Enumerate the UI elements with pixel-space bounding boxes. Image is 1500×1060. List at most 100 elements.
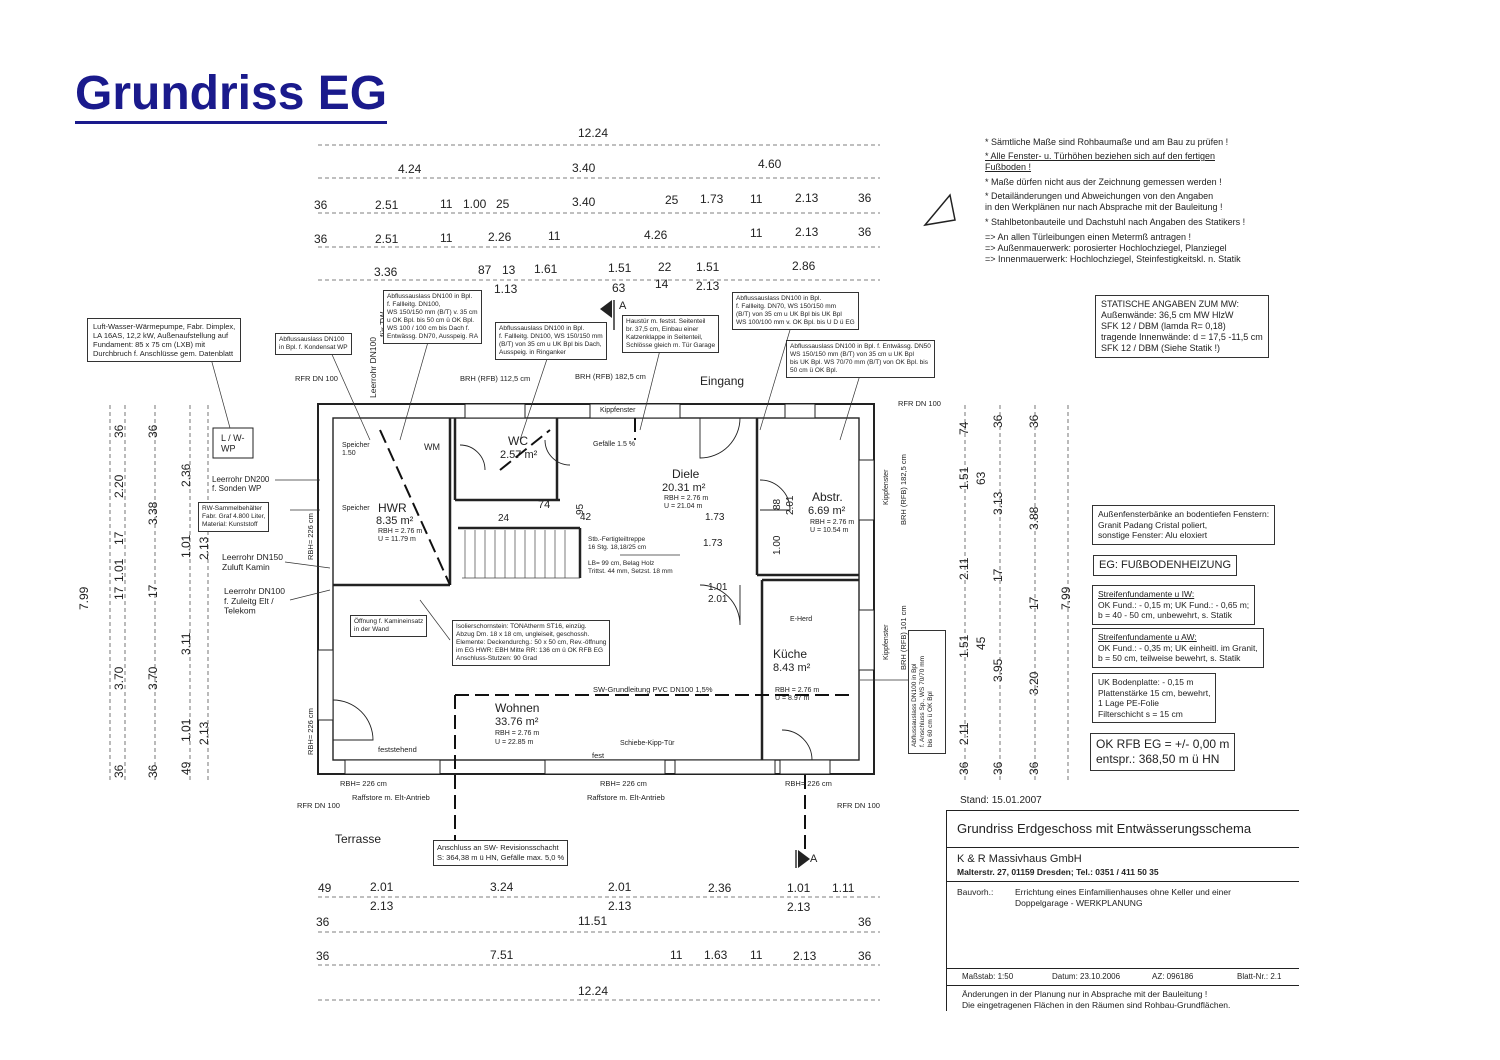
room-kueche-rbh: RBH = 2.76 m (775, 687, 819, 694)
dim-bottom-overall: 12.24 (578, 984, 608, 998)
dim-left-18: 49 (179, 761, 193, 775)
dim-bot4-3: 1.63 (704, 948, 728, 962)
dim-right-17: 36 (1027, 761, 1041, 775)
label-section-a: A (619, 300, 627, 312)
room-kueche-name: Küche (773, 647, 807, 661)
room-wc-area: 2.57 m² (500, 449, 538, 461)
base-plate-line: 1 Lage PE-Folie (1098, 698, 1159, 708)
dim-left-6: 36 (112, 764, 126, 778)
sewer-line: S: 364,38 m ü HN, Gefälle max. 5,0 % (437, 853, 565, 862)
drain-top-right-line: f. Fallleitg. DN70, WS 150/150 mm (736, 303, 837, 310)
label-brh-bottom3: RBH= 226 cm (785, 779, 832, 788)
statik-line: tragende Innenwände: d = 17,5 -11,5 cm (1101, 332, 1263, 342)
diele-dim-5: 95 (575, 503, 586, 515)
dim-right-7: 36 (991, 414, 1005, 428)
diele-dim-10: 74 (538, 499, 550, 511)
stairs-line: LB= 99 cm, Belag Holz (588, 560, 655, 567)
dim-right-8: 3.13 (991, 491, 1005, 515)
dim-bot4-1: 7.51 (490, 948, 514, 962)
drain-top-right-line: WS 100/100 mm v. OK Bpl. bis U D ü EG (736, 319, 855, 326)
dim-top2-0: 36 (314, 198, 328, 212)
condensate-line: in Bpl. f. Kondensat WP (279, 344, 348, 351)
dim-top-overall: 12.24 (578, 126, 608, 140)
front-door-line: Haustür m. festst. Seitenteil (626, 318, 706, 325)
dim-bot1-5: 1.01 (787, 881, 811, 895)
note-line: * Sämtliche Maße sind Rohbaumaße und am … (985, 137, 1229, 147)
dim-top5-0: 1.13 (494, 282, 518, 296)
dim-top2-9: 2.13 (795, 191, 819, 205)
label-brh-right2: BRH (RFB) 101 cm (899, 605, 908, 670)
label-rbh-left1: RBH= 226 cm (306, 513, 315, 560)
dim-right-14: 36 (991, 761, 1005, 775)
note-line: Fußboden ! (985, 162, 1032, 172)
stairs-line: 16 Stg. 18,18/25 cm (588, 544, 647, 551)
drain-hwr-line: WS 100 / 100 cm bis Dach f. (387, 325, 470, 332)
diele-dim-8: 2.01 (785, 495, 796, 515)
diele-dim-1: 1.73 (703, 538, 723, 549)
label-sw-grundleitung: SW-Grundleitung PVC DN100 1,5% (593, 685, 713, 694)
chimney-line: Anschluss-Stutzen: 90 Grad (456, 655, 537, 662)
dimension-text: 12.24 4.24 3.40 4.60 36 2.51 11 1.00 25 … (314, 126, 872, 998)
label-feststehend: feststehend (378, 745, 417, 754)
chimney-line: Abzug Dm. 18 x 18 cm, ungleiseit, gescho… (456, 631, 590, 638)
diele-dim-9: 24 (498, 513, 510, 524)
title-block-address: Malterstr. 27, 01159 Dresden; Tel.: 0351… (957, 867, 1159, 877)
label-lw-wp: L / W-WP (221, 433, 245, 453)
label-raffstore2: Raffstore m. Elt-Antrieb (587, 793, 665, 802)
dim-top2-6: 25 (665, 193, 679, 207)
general-notes: * Sämtliche Maße sind Rohbaumaße und am … (985, 137, 1285, 265)
chimney-line: Isolierschornstein: TONAtherm ST16, einz… (456, 623, 587, 630)
floor-heating-box: EG: FUßBODENHEIZUNG (1093, 555, 1238, 576)
dim-bot3-2: 36 (858, 915, 872, 929)
foundation-iw-line: OK Fund.: - 0,15 m; UK Fund.: - 0,65 m; (1098, 599, 1250, 610)
sewer-line: Anschluss an SW- Revisionsschacht (437, 843, 559, 852)
dim-left-4: 17 (112, 586, 126, 600)
label-kippfenster-right: Kippfenster (883, 469, 890, 505)
label-brh-right1: BRH (RFB) 182,5 cm (899, 454, 908, 525)
dim-top1-c: 4.60 (758, 157, 782, 171)
dim-bot4-5: 2.13 (793, 949, 817, 963)
dim-bot4-4: 11 (750, 948, 763, 962)
dim-top3-1: 2.51 (375, 232, 399, 246)
label-brh-top2: BRH (RFB) 182,5 cm (575, 372, 646, 381)
diele-dim-6: 1.00 (772, 535, 783, 555)
dim-top1-b: 3.40 (572, 161, 596, 175)
dim-bot4-6: 36 (858, 949, 872, 963)
dim-top2-5: 3.40 (572, 195, 596, 209)
dim-top4-6: 1.51 (696, 260, 720, 274)
dim-left-5: 3.70 (112, 666, 126, 690)
drain-right-line: Abflussauslass DN100 in Bpl. f. Entwässg… (790, 343, 931, 350)
dim-top2-3: 1.00 (463, 197, 487, 211)
drain-wc-line: f. Fallleitg. DN100, WS 150/150 mm (499, 333, 603, 340)
label-eingang: Eingang (700, 374, 744, 388)
dim-top4-2: 13 (502, 263, 516, 277)
dim-right-11: 3.95 (991, 658, 1005, 682)
heat-pump-line: Durchbruch f. Anschlüsse gem. Datenblatt (93, 349, 234, 358)
label-leerrohr-tw: Leerrohr DN100für TW (368, 312, 388, 398)
label-brh-bottom2: RBH= 226 cm (600, 779, 647, 788)
title-block-company: K & R Massivhaus GmbH (957, 853, 1082, 865)
dim-bot1-1: 2.01 (370, 880, 394, 894)
statik-line: SFK 12 / DBM (lamda R= 0,18) (1101, 321, 1226, 331)
label-rbh-left2: RBH= 226 cm (306, 708, 315, 755)
label-rfr-d: RFR DN 100 (837, 801, 880, 810)
dim-right-12: 17 (1027, 596, 1041, 610)
dim-bot3-0: 36 (316, 915, 330, 929)
title-block: Grundriss Erdgeschoss mit Entwässerungss… (946, 810, 1299, 1011)
title-block-footer1: Änderungen in der Planung nur in Absprac… (962, 989, 1208, 999)
statik-line: SFK 12 / DBM (Siehe Statik !) (1101, 343, 1221, 353)
label-section-a2: A (810, 853, 818, 865)
base-plate-line: Filterschicht s = 15 cm (1098, 708, 1183, 719)
page-title: Grundriss EG (75, 70, 388, 124)
kitchen-drain-text: Abflussauslass DN100 in Bpl f. Anschluss… (911, 656, 935, 747)
fireplace-opening-box: Öffnung f. Kamineinsatz in der Wand (350, 615, 428, 637)
note-line: * Alle Fenster- u. Türhöhen beziehen sic… (985, 151, 1215, 161)
foundation-aw-line: Streifenfundamente u AW: (1098, 632, 1197, 642)
stairs-note: Stb.-Fertigteiltreppe 16 Stg. 18,18/25 c… (588, 536, 673, 576)
title-block-massstab: Maßstab: 1:50 (962, 972, 1014, 981)
dim-right-4: 45 (974, 636, 988, 650)
drain-right-line: WS 150/150 mm (B/T) von 35 cm u UK Bpl (790, 351, 914, 358)
title-block-bauvorhaben: Errichtung eines Einfamilienhauses ohne … (1015, 887, 1231, 897)
note-line: in den Werkplänen nur nach Absprache mit… (985, 202, 1223, 212)
